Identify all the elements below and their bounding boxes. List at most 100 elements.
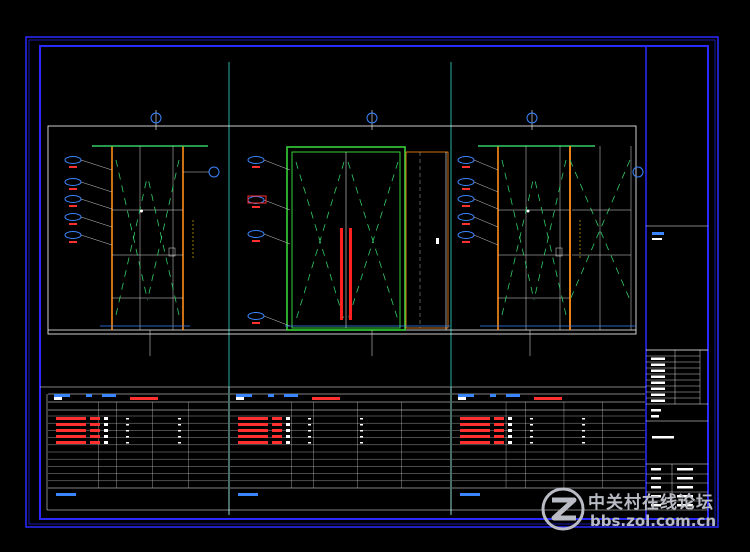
schedule-table-1	[48, 393, 228, 496]
schedule-row-mark	[104, 423, 108, 426]
schedule-row-mark	[582, 436, 585, 438]
schedule-row-mark	[126, 430, 129, 432]
schedule-row-mark	[308, 430, 311, 432]
schedule-row-mark	[582, 418, 585, 420]
title-block	[646, 225, 708, 511]
watermark-title: 中关村在线论坛	[588, 493, 714, 513]
callout-bubble	[457, 178, 475, 186]
schedule-id-tag	[458, 394, 474, 397]
schedule-title-tag	[130, 397, 158, 400]
schedule-id-tag	[86, 394, 92, 397]
schedule-row-mark	[308, 424, 311, 426]
leader-line	[473, 159, 499, 171]
title-row-tag	[651, 369, 665, 372]
inner-frame	[39, 45, 709, 520]
glass-hatch	[295, 161, 345, 321]
grid-bubble	[366, 112, 378, 124]
callout-bubble	[457, 231, 475, 239]
title-row-tag	[651, 486, 661, 489]
title-row-tag	[677, 468, 693, 471]
schedule-row-tag	[56, 441, 86, 444]
title-row-tag	[651, 504, 661, 507]
callout-tag	[462, 205, 470, 207]
door-outer-frame	[286, 146, 406, 331]
schedule-row-mark	[508, 423, 512, 426]
schedule-row-mark	[126, 424, 129, 426]
glass-hatch	[501, 159, 535, 301]
leader-line	[473, 198, 499, 210]
leader-line	[473, 181, 499, 193]
schedule-row-tag	[272, 429, 282, 432]
callout-bubble	[247, 156, 265, 164]
zol-logo-icon	[541, 487, 585, 531]
schedule-row-tag	[494, 435, 504, 438]
schedule-row-tag	[238, 417, 268, 420]
schedule-id-tag	[102, 394, 116, 397]
callout-bubble	[64, 156, 82, 164]
schedule-table-3	[452, 393, 645, 496]
schedule-row-mark	[360, 442, 363, 444]
schedule-row-mark	[286, 435, 290, 438]
leader-line	[473, 216, 499, 228]
schedule-row-mark	[582, 430, 585, 432]
callout-tag	[462, 223, 470, 225]
leader-line	[263, 233, 291, 245]
side-panel-lock	[436, 238, 439, 244]
leader-line	[80, 234, 113, 246]
door-handle-left	[340, 228, 343, 320]
schedule-title-tag	[534, 397, 562, 400]
glass-hatch	[347, 161, 399, 321]
schedule-row-mark	[104, 417, 108, 420]
schedule-row-tag	[272, 435, 282, 438]
outer-frame	[25, 36, 719, 528]
grid-bubble	[150, 112, 162, 124]
schedule-row-tag	[494, 423, 504, 426]
grid-bubble	[208, 166, 220, 178]
title-tag	[652, 232, 664, 235]
schedule-row-mark	[126, 418, 129, 420]
schedule-row-mark	[178, 424, 181, 426]
schedule-row-mark	[178, 436, 181, 438]
title-row-tag	[651, 399, 665, 402]
schedule-row-mark	[508, 429, 512, 432]
schedule-row-tag	[238, 429, 268, 432]
glass-hatch	[533, 159, 567, 301]
callout-bubble	[457, 195, 475, 203]
schedule-row-mark	[530, 436, 533, 438]
schedule-row-mark	[530, 418, 533, 420]
schedule-row-tag	[90, 417, 100, 420]
leader-line	[263, 315, 291, 327]
panel-center	[247, 110, 450, 356]
schedule-row-mark	[286, 423, 290, 426]
schedule-id-tag	[54, 397, 62, 400]
leader-line	[263, 199, 291, 211]
title-row-tag	[651, 357, 665, 360]
callout-bubble	[64, 178, 82, 186]
callout-tag	[252, 206, 260, 208]
schedule-row-mark	[286, 417, 290, 420]
title-tag	[651, 409, 661, 412]
leader-line	[80, 198, 113, 210]
callout-tag	[252, 240, 260, 242]
schedule-row-tag	[238, 441, 268, 444]
leader-line	[80, 159, 113, 171]
leader-line	[263, 159, 291, 171]
title-row-tag	[651, 477, 661, 480]
material-schedules	[46, 387, 646, 515]
schedule-row-mark	[308, 442, 311, 444]
grid-bubble	[632, 166, 644, 178]
callout-tag	[462, 241, 470, 243]
title-project-tag	[652, 436, 674, 439]
title-row-tag	[651, 387, 665, 390]
callout-tag	[69, 223, 77, 225]
elevation-outline	[47, 125, 637, 335]
callout-bubble	[247, 312, 265, 320]
outer-frame-line	[28, 39, 716, 525]
schedule-table-2	[230, 393, 450, 496]
title-row-tag	[651, 381, 665, 384]
schedule-row-mark	[582, 442, 585, 444]
side-panel	[405, 151, 449, 329]
title-row-tag	[651, 495, 661, 498]
schedule-row-mark	[286, 429, 290, 432]
